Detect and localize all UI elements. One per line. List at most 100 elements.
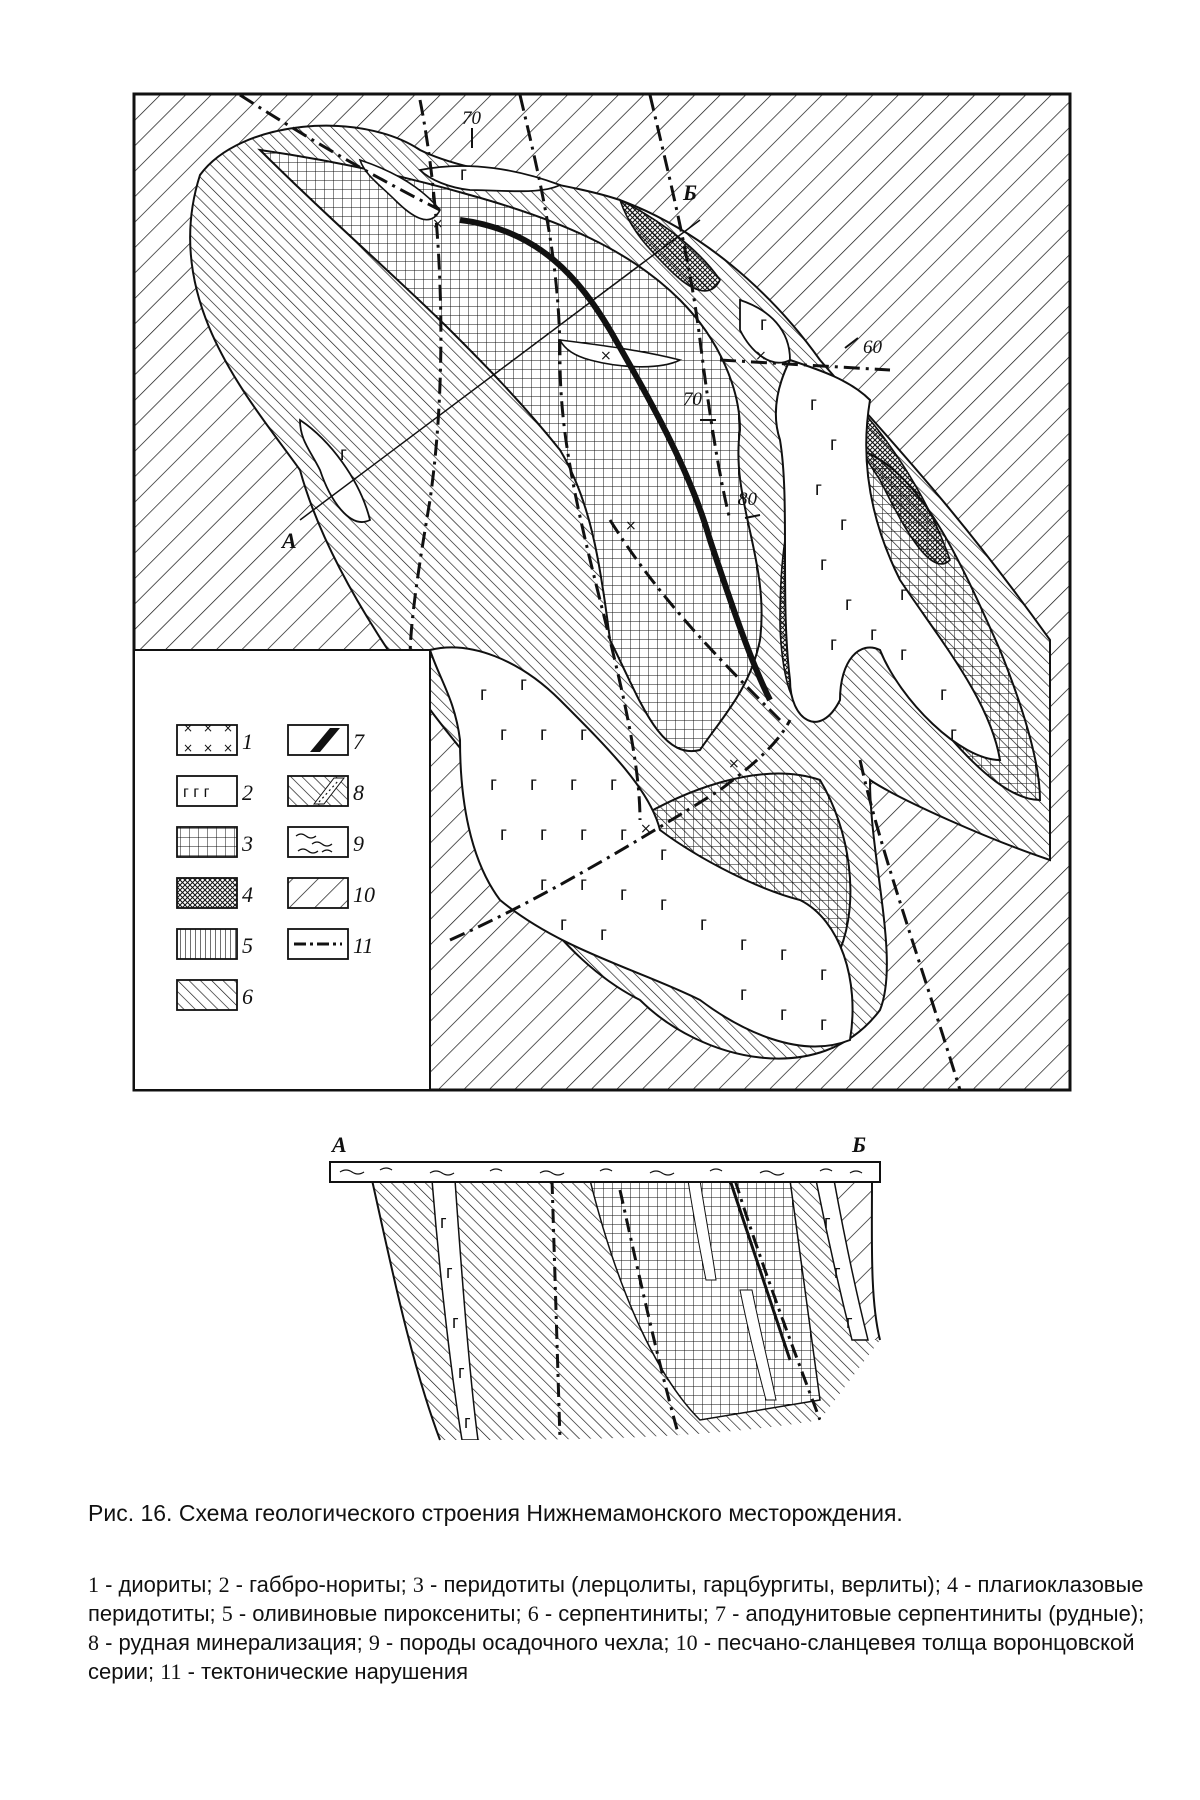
legend-item-6: 6 (176, 979, 253, 1011)
dip-60-east: 60 (863, 337, 883, 358)
figure-caption: Рис. 16. Схема геологического строения Н… (88, 1500, 903, 1526)
legend-box: 1 г г г 2 3 4 5 6 7 (133, 649, 431, 1091)
legend-item-5: 5 (176, 928, 253, 960)
gabbro-symbol: г (620, 884, 627, 905)
map-frame (132, 92, 1072, 1092)
legend-item-4: 4 (176, 877, 253, 909)
dip-70-north: 70 (462, 108, 482, 129)
gabbro-symbol: г (780, 944, 787, 965)
svg-text:11: 11 (353, 933, 373, 958)
gabbro-symbol: г (460, 164, 467, 185)
svg-text:2: 2 (242, 780, 253, 805)
section-gabbro-strip-2 (815, 1180, 869, 1341)
section-label-b: Б (851, 1132, 866, 1157)
tectonic-faults (239, 94, 962, 1090)
svg-text:г: г (834, 1262, 841, 1282)
svg-text:г: г (846, 1312, 853, 1332)
gabbro-symbol: г (530, 774, 537, 795)
gabbro-symbol: г (740, 934, 747, 955)
gabbro-symbol: г (600, 924, 607, 945)
legend-number: 9 (368, 1630, 380, 1655)
legend-item-1: 1 (176, 724, 253, 756)
legend-item-11: 11 (287, 928, 373, 960)
gabbro-symbol: г (900, 584, 907, 605)
gabbro-symbol: г (500, 824, 507, 845)
svg-text:5: 5 (242, 933, 253, 958)
svg-text:6: 6 (242, 984, 253, 1009)
legend-number: 3 (412, 1572, 424, 1597)
legend-text: - оливиновые пироксениты; (232, 1601, 528, 1626)
profile-line-a-b (299, 219, 701, 521)
unit-gabbro-norite-southwest (428, 646, 854, 1048)
gabbro-symbol: г (700, 914, 707, 935)
legend-number: 4 (946, 1572, 958, 1597)
gabbro-symbol: г (760, 314, 767, 335)
gabbro-symbol: г (845, 594, 852, 615)
svg-text:3: 3 (241, 831, 253, 856)
gabbro-symbol: г (900, 644, 907, 665)
gabbro-symbol: г (820, 964, 827, 985)
svg-text:9: 9 (353, 831, 364, 856)
svg-text:1: 1 (242, 729, 253, 754)
legend-text: - габбро-нориты; (229, 1572, 413, 1597)
gabbro-symbol: г (870, 624, 877, 645)
legend-number: 6 (527, 1601, 539, 1626)
svg-text:8: 8 (353, 780, 364, 805)
gabbro-symbol: г (820, 554, 827, 575)
gabbro-symbol: г (560, 914, 567, 935)
gabbro-symbol: г (950, 724, 957, 745)
legend-number: 2 (218, 1572, 230, 1597)
svg-text:г: г (458, 1362, 465, 1382)
svg-text:×: × (640, 821, 652, 837)
svg-text:7: 7 (353, 729, 365, 754)
gabbro-symbol: г (940, 684, 947, 705)
gabbro-symbol: г (610, 774, 617, 795)
gabbro-symbol: г (815, 479, 822, 500)
svg-text:×: × (755, 348, 767, 364)
gabbro-symbol: г (620, 824, 627, 845)
dip-80-center: 80 (738, 489, 758, 510)
legend-text: - рудная минерализация; (99, 1630, 369, 1655)
svg-text:г: г (824, 1212, 831, 1232)
diorite-symbols: ×× ×× ×× (432, 216, 767, 837)
gabbro-symbol: г (810, 394, 817, 415)
dip-70-center: 70 (683, 389, 703, 410)
legend-item-9: 9 (287, 826, 364, 858)
gabbro-symbol: г (830, 434, 837, 455)
gabbro-symbol: г (660, 844, 667, 865)
section-label-a: А (330, 1132, 347, 1157)
svg-text:×: × (600, 348, 612, 364)
gabbro-symbol: г (520, 674, 527, 695)
gabbro-symbol: г (780, 1004, 787, 1025)
legend-item-3: 3 (176, 826, 253, 858)
legend-number: 8 (88, 1630, 99, 1655)
gabbro-symbol: г (740, 984, 747, 1005)
gabbro-symbol: г (570, 774, 577, 795)
gabbro-symbol: г (540, 824, 547, 845)
svg-text:10: 10 (353, 882, 375, 907)
legend-item-2: г г г 2 (176, 775, 253, 807)
legend-item-8: 8 (287, 775, 364, 807)
legend-text: - аподунитовые серпентиниты (рудные); (725, 1601, 1145, 1626)
legend-text: - плагиоклазовые перидотиты; (88, 1572, 1144, 1626)
legend-text: - тектонические нарушения (181, 1659, 469, 1684)
gabbro-symbol: г (500, 724, 507, 745)
legend-number: 1 (88, 1572, 99, 1597)
gabbro-symbol: г (580, 724, 587, 745)
svg-text:4: 4 (242, 882, 253, 907)
gabbro-symbol: г (660, 894, 667, 915)
gabbro-symbol: г (840, 514, 847, 535)
gabbro-symbol: г (830, 634, 837, 655)
svg-text:г: г (452, 1312, 459, 1332)
section-gabbro-strip-1 (431, 1180, 479, 1440)
gabbro-symbol: г (540, 874, 547, 895)
gabbro-symbol: г (540, 724, 547, 745)
map-label-a: А (280, 528, 297, 553)
legend-text: - диориты; (99, 1572, 219, 1597)
legend-text: - перидотиты (лерцолиты, гарцбургиты, ве… (423, 1572, 947, 1597)
svg-text:×: × (728, 756, 740, 772)
legend-text: - серпентиниты; (538, 1601, 715, 1626)
gabbro-symbol: г (820, 1014, 827, 1035)
